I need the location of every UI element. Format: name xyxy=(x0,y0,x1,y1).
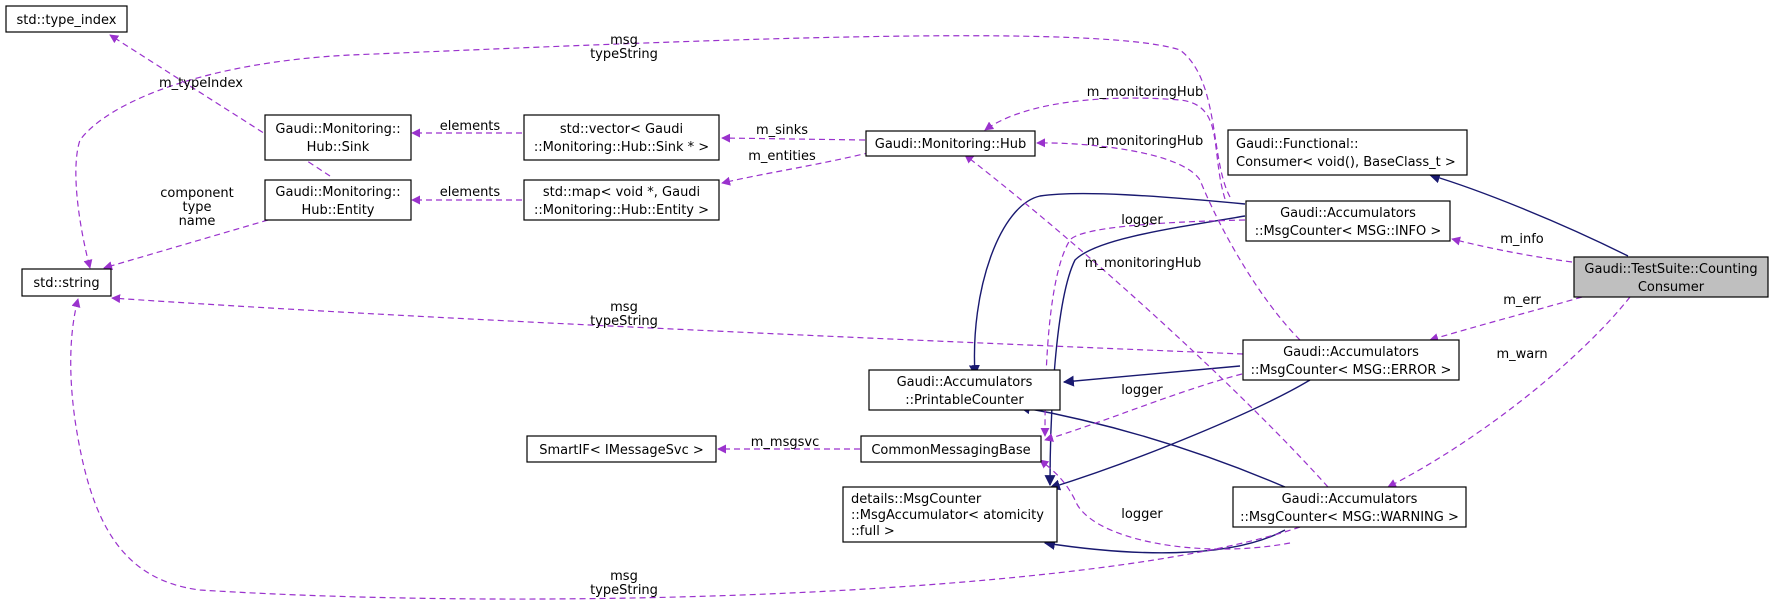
node-counting-consumer-line-2: Consumer xyxy=(1638,280,1705,295)
label-typestring-mid: typeString xyxy=(590,314,658,329)
node-msgcounter-info[interactable]: Gaudi::Accumulators ::MsgCounter< MSG::I… xyxy=(1245,200,1451,242)
label-m-typeindex: m_typeIndex xyxy=(159,76,243,91)
node-hub-sink[interactable]: Gaudi::Monitoring:: Hub::Sink xyxy=(264,114,412,161)
edge-warning-to-accumulator xyxy=(1043,529,1286,554)
edge-counting-to-info xyxy=(1451,236,1573,263)
node-printable-counter[interactable]: Gaudi::Accumulators ::PrintableCounter xyxy=(868,369,1061,411)
node-msgcounter-info-line-2: ::MsgCounter< MSG::INFO > xyxy=(1255,224,1442,239)
node-functional-consumer-line-2: Consumer< void(), BaseClass_t > xyxy=(1236,155,1456,170)
node-functional-consumer-line-1: Gaudi::Functional:: xyxy=(1236,137,1359,152)
label-logger-error: logger xyxy=(1121,383,1163,398)
edge-info-to-string-top xyxy=(75,35,1231,269)
label-msg-mid: msg xyxy=(610,300,638,315)
node-monitoring-hub[interactable]: Gaudi::Monitoring::Hub xyxy=(865,130,1036,157)
edge-info-to-accumulator xyxy=(1044,215,1246,487)
label-m-entities: m_entities xyxy=(748,149,816,164)
label-m-monitoringhub-mid: m_monitoringHub xyxy=(1087,134,1203,149)
node-vector-sink-line-1: std::vector< Gaudi xyxy=(560,122,683,137)
node-std-string[interactable]: std::string xyxy=(21,268,112,297)
label-msg-top: msg xyxy=(610,33,638,48)
label-type: type xyxy=(182,200,211,215)
label-m-msgsvc: m_msgsvc xyxy=(751,435,819,450)
edge-hub-to-vector xyxy=(721,133,866,143)
label-m-info: m_info xyxy=(1500,232,1544,247)
label-elements-sink: elements xyxy=(440,119,501,134)
edge-warning-to-common-logger xyxy=(1039,459,1291,550)
node-msgcounter-warning-line-2: ::MsgCounter< MSG::WARNING > xyxy=(1240,510,1459,525)
label-typestring-bottom: typeString xyxy=(590,583,658,598)
label-m-err: m_err xyxy=(1503,293,1541,308)
node-counting-consumer-line-1: Gaudi::TestSuite::Counting xyxy=(1584,262,1757,277)
node-msg-accumulator-line-3: ::full > xyxy=(851,524,895,539)
label-component: component xyxy=(160,186,234,201)
label-elements-entity: elements xyxy=(440,185,501,200)
edge-error-to-accumulator xyxy=(1048,379,1311,491)
label-logger-info: logger xyxy=(1121,213,1163,228)
edge-entity-to-string xyxy=(103,219,269,271)
edge-warning-to-string-bottom xyxy=(70,298,1301,600)
node-hub-sink-line-2: Hub::Sink xyxy=(307,140,370,155)
edge-info-to-printable xyxy=(968,192,1246,377)
node-msgcounter-error-line-2: ::MsgCounter< MSG::ERROR > xyxy=(1251,363,1452,378)
node-msgcounter-warning[interactable]: Gaudi::Accumulators ::MsgCounter< MSG::W… xyxy=(1232,486,1467,528)
label-m-sinks: m_sinks xyxy=(756,123,808,138)
edge-counting-to-warning xyxy=(1387,296,1631,488)
edge-error-to-common-logger xyxy=(1044,373,1243,442)
node-functional-consumer[interactable]: Gaudi::Functional:: Consumer< void(), Ba… xyxy=(1227,129,1468,176)
node-msg-accumulator-line-1: details::MsgCounter xyxy=(851,492,982,507)
node-msgcounter-error-line-1: Gaudi::Accumulators xyxy=(1283,345,1419,360)
label-m-monitoringhub-top: m_monitoringHub xyxy=(1087,85,1203,100)
node-map-entity-line-2: ::Monitoring::Hub::Entity > xyxy=(534,203,709,218)
edge-error-to-printable xyxy=(1062,365,1241,387)
node-msg-accumulator-line-2: ::MsgAccumulator< atomicity xyxy=(851,508,1044,523)
edge-warning-to-hub xyxy=(964,154,1329,488)
label-m-warn: m_warn xyxy=(1496,347,1547,362)
node-monitoring-hub-line-1: Gaudi::Monitoring::Hub xyxy=(875,137,1026,152)
node-type-index-line-1: std::type_index xyxy=(17,13,117,28)
label-m-monitoringhub-low: m_monitoringHub xyxy=(1085,256,1201,271)
node-msgcounter-warning-line-1: Gaudi::Accumulators xyxy=(1282,492,1418,507)
edge-counting-to-functional xyxy=(1428,172,1629,257)
edge-error-to-string-mid xyxy=(111,294,1244,355)
node-hub-entity-line-2: Hub::Entity xyxy=(302,203,375,218)
node-hub-sink-line-1: Gaudi::Monitoring:: xyxy=(275,122,400,137)
label-typestring-top: typeString xyxy=(590,47,658,62)
node-msgcounter-error[interactable]: Gaudi::Accumulators ::MsgCounter< MSG::E… xyxy=(1242,339,1460,381)
label-name: name xyxy=(179,214,216,229)
node-vector-sink-line-2: ::Monitoring::Hub::Sink * > xyxy=(534,140,709,155)
node-smartif[interactable]: SmartIF< IMessageSvc > xyxy=(526,435,717,463)
node-printable-counter-line-2: ::PrintableCounter xyxy=(905,393,1024,408)
node-common-messaging[interactable]: CommonMessagingBase xyxy=(860,435,1042,463)
edge-hub-to-map xyxy=(721,149,881,186)
label-msg-bottom: msg xyxy=(610,569,638,584)
node-common-messaging-line-1: CommonMessagingBase xyxy=(871,443,1030,458)
node-msg-accumulator[interactable]: details::MsgCounter ::MsgAccumulator< at… xyxy=(842,486,1058,543)
node-type-index[interactable]: std::type_index xyxy=(5,5,128,33)
node-map-entity[interactable]: std::map< void *, Gaudi ::Monitoring::Hu… xyxy=(523,179,720,221)
edge-warning-to-printable xyxy=(1018,403,1286,488)
node-vector-sink[interactable]: std::vector< Gaudi ::Monitoring::Hub::Si… xyxy=(523,114,720,161)
node-msgcounter-info-line-1: Gaudi::Accumulators xyxy=(1280,206,1416,221)
node-hub-entity-line-1: Gaudi::Monitoring:: xyxy=(275,185,400,200)
node-hub-entity[interactable]: Gaudi::Monitoring:: Hub::Entity xyxy=(264,179,412,221)
node-std-string-line-1: std::string xyxy=(33,276,99,291)
node-smartif-line-1: SmartIF< IMessageSvc > xyxy=(539,443,704,458)
edge-info-to-common-logger xyxy=(1040,219,1246,437)
node-printable-counter-line-1: Gaudi::Accumulators xyxy=(897,375,1033,390)
edge-info-to-hub-top xyxy=(984,97,1226,200)
node-counting-consumer[interactable]: Gaudi::TestSuite::Counting Consumer xyxy=(1573,256,1769,298)
label-logger-warning: logger xyxy=(1121,507,1163,522)
node-map-entity-line-1: std::map< void *, Gaudi xyxy=(543,185,700,200)
